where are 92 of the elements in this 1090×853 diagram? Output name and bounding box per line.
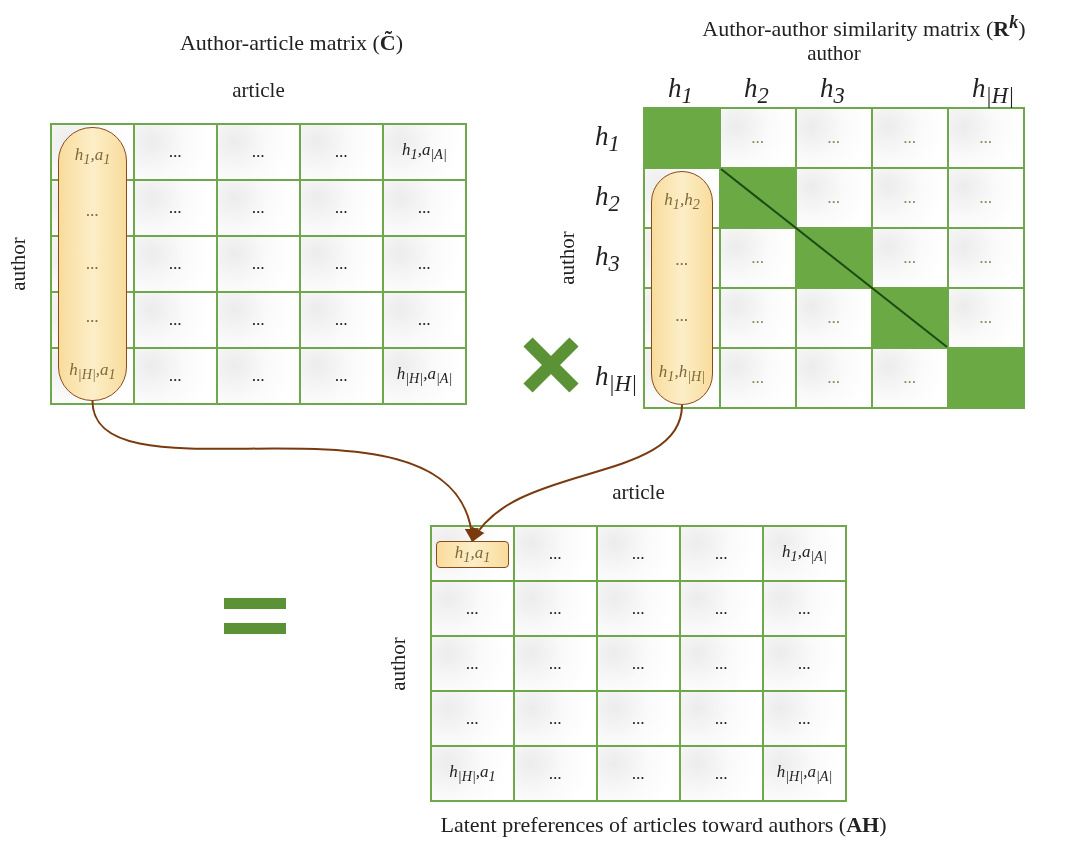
axis-label: author [6,237,31,291]
matrix-cell: ... [598,527,679,580]
row-header: h$_{3}$ [595,241,620,278]
matrix-cell: ... [384,293,465,347]
matrix-cell: ... [681,747,762,800]
matrix-cell: ... [432,637,513,690]
matrix-cell: ... [797,289,871,347]
matrix-cell: ... [384,181,465,235]
matrix-cell: ... [797,109,871,167]
matrix-cell: ... [873,109,947,167]
matrix-cell: ... [873,349,947,407]
matrix-cell: ... [135,293,216,347]
matrix-cell: ... [949,289,1023,347]
matrix-cell: ... [515,582,596,635]
matrix-cell: ... [797,169,871,227]
cell-text: ... [675,249,689,270]
matrix-cell: ... [764,582,845,635]
cell-text: h$_{1}$,h$_{|H|}$ [658,362,706,386]
matrix-cell: ... [135,349,216,403]
matrix-title: Author-author similarity matrix (R$^{k}$) [702,12,1026,43]
matrix-cell: ... [681,527,762,580]
matrix-cell: ... [218,181,299,235]
column-header: h$_{2}$ [744,73,769,110]
matrix-cell: h$_{1}$,a$_{|A|}$ [384,125,465,179]
cell-text: ... [86,253,99,274]
matrix-cell: ... [218,349,299,403]
arrow [471,404,683,543]
matrix-cell: ... [384,237,465,291]
matrix-cell: h$_{|H|}$,a$_{1}$ [432,747,513,800]
matrix-cell: ... [949,229,1023,287]
matrix-cell: ... [432,692,513,745]
matrix-cell: ... [764,692,845,745]
row-header: h$_{1}$ [595,121,620,158]
matrix-cell: ... [681,637,762,690]
matrix-cell: ... [873,229,947,287]
arrow [91,400,477,543]
cell-text: ... [86,200,99,221]
matrix-cell: ... [681,582,762,635]
cell-text: ... [86,307,99,327]
matrix-cell: ... [721,349,795,407]
matrix-cell: ... [301,181,382,235]
column-header: h$_{3}$ [820,73,845,110]
matrix-cell: ... [721,109,795,167]
matrix-caption: Latent preferences of articles toward authors (AH) [440,812,887,838]
axis-label: article [612,480,665,505]
matrix-title: Author-article matrix (C̃) [179,30,404,56]
matrix-cell: ... [949,109,1023,167]
matrix-cell: ... [515,527,596,580]
matrix-cell: ... [515,637,596,690]
highlight-pill [651,171,713,405]
matrix-cell: ... [764,637,845,690]
axis-label: author [807,41,861,66]
matrix-cell: ... [218,125,299,179]
matrix-cell: ... [797,349,871,407]
matrix-cell: h$_{|H|}$,a$_{|A|}$ [764,747,845,800]
matrix-cell: ... [301,349,382,403]
matrix-cell: ... [681,692,762,745]
axis-label: author [386,636,411,691]
matrix-cell: ... [598,747,679,800]
matrix-cell: ... [515,692,596,745]
cell-text: h$_{1}$,h$_{2}$ [664,190,700,214]
matrix-cell: ... [515,747,596,800]
row-header: h$_{2}$ [595,181,620,218]
matrix-cell: ... [598,692,679,745]
matrix-cell: ... [873,169,947,227]
matrix-cell: ... [301,293,382,347]
matrix-cell: ... [949,169,1023,227]
matrix-cell: ... [721,229,795,287]
cell-text: h$_{1}$,a$_{1}$ [74,144,111,168]
axis-label: author [555,231,580,285]
matrix-cell: h$_{|H|}$,a$_{|A|}$ [384,349,465,403]
matrix-cell: h$_{1}$,a$_{|A|}$ [764,527,845,580]
column-header: h$_{|H|}$ [972,73,1015,110]
matrix-cell: ... [721,289,795,347]
matrix-cell: ... [301,125,382,179]
matrix-cell: ... [218,293,299,347]
matrix-cell: ... [432,582,513,635]
matrix-cell: ... [135,237,216,291]
highlight-pill [58,127,127,401]
axis-label: article [232,78,285,103]
matrix-cell: ... [598,637,679,690]
matrix-cell: ... [135,125,216,179]
matrix-cell: ... [598,582,679,635]
row-header: h$_{|H|}$ [595,361,638,398]
highlighted-cell [436,541,509,568]
cell-text: h$_{1}$,a$_{1}$ [454,542,491,567]
cell-text: ... [675,306,689,327]
column-header: h$_{1}$ [668,73,693,110]
matrix-cell: ... [218,237,299,291]
matrix-cell: ... [135,181,216,235]
matrix-cell: ... [301,237,382,291]
cell-text: h$_{|H|}$,a$_{1}$ [69,360,116,384]
